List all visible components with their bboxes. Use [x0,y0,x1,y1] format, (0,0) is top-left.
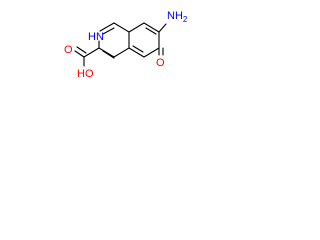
amino-label: NH2 [167,10,188,24]
bond-c8a-c1 [113,22,130,33]
bond-c7-c8-double [145,27,157,35]
bond-c4-c4a [113,47,130,58]
structure-diagram: NH2 HN O O HO [64,10,188,80]
bond-carboxyl-o [74,50,85,58]
bond-carboxyl-o-double [76,46,87,54]
bond-c1-n2-double [102,27,115,35]
bond-c3-c4 [98,47,115,58]
bond-c3-carboxyl [83,47,100,58]
bond-c4a-c5-double [132,45,144,53]
bond-c7-c8 [143,22,160,33]
bond-c4a-c5 [128,47,145,58]
ketone-o-label: O [156,57,165,69]
bond-c7-amino [158,23,167,33]
bond-c3-c4-double [102,50,115,59]
ring-nh-label: HN [88,31,104,43]
bond-c5-c6 [143,47,160,58]
acid-oh-label: HO [77,68,94,80]
bond-c1-n2 [99,22,115,32]
bond-c8-c8a [128,22,145,33]
bonds [74,22,167,67]
acid-o-label: O [64,44,73,56]
